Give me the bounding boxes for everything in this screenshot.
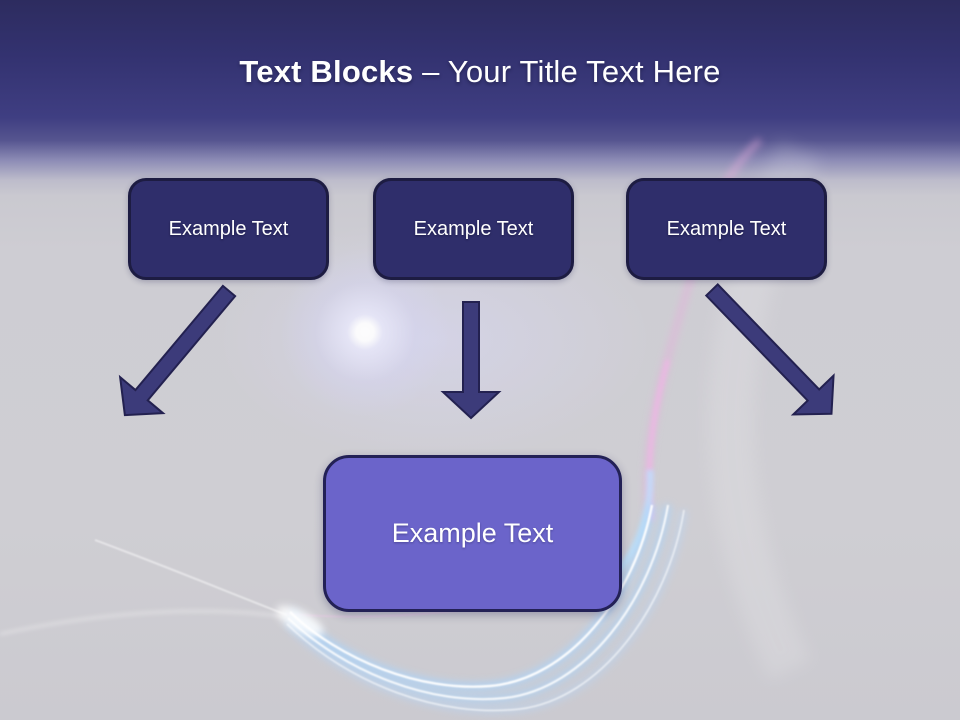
arrow-right-diagonal [704, 283, 835, 416]
thin-lead-arc [94, 539, 288, 616]
title-topic: Text Blocks [239, 54, 414, 89]
text-block-1-label: Example Text [168, 217, 289, 240]
pink-glow-core [646, 359, 671, 521]
arrow-left-diagonal [118, 284, 237, 417]
center-text-block: Example Text [323, 455, 622, 612]
thin-left-arc [0, 609, 288, 636]
slide-title: Text Blocks – Your Title Text Here [0, 54, 960, 90]
text-block-1: Example Text [128, 178, 329, 280]
text-block-3: Example Text [626, 178, 827, 280]
text-block-3-label: Example Text [666, 217, 787, 240]
text-block-2-label: Example Text [413, 217, 534, 240]
arc-knot-highlight [276, 605, 324, 637]
center-text-block-label: Example Text [391, 518, 554, 548]
arrow-middle-down [440, 301, 502, 420]
text-block-2: Example Text [373, 178, 574, 280]
title-subtitle: – Your Title Text Here [413, 54, 721, 89]
